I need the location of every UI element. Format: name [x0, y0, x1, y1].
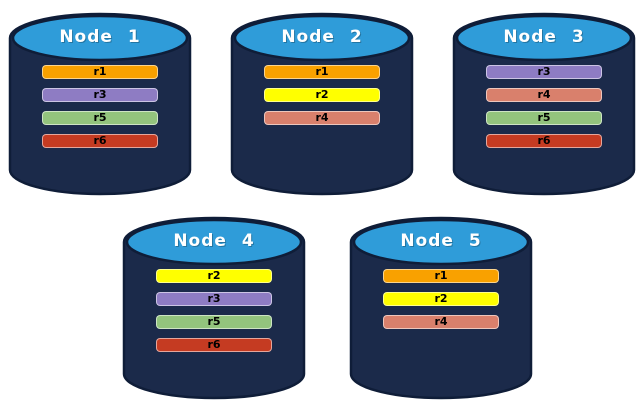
node-3-cylinder: Node 3 r3 r4 r5 r6 [452, 4, 636, 196]
partition-list: r3 r4 r5 r6 [486, 65, 602, 148]
partition-bar: r2 [264, 88, 380, 102]
partition-bar: r1 [42, 65, 158, 79]
partition-list: r2 r3 r5 r6 [156, 269, 272, 352]
cylinder-body [230, 12, 414, 196]
database-cylinder-icon [122, 216, 306, 400]
partition-list: r1 r2 r4 [264, 65, 380, 125]
partition-bar: r4 [264, 111, 380, 125]
partition-bar: r5 [156, 315, 272, 329]
node-1-cylinder: Node 1 r1 r3 r5 r6 [8, 4, 192, 196]
partition-bar: r6 [486, 134, 602, 148]
partition-bar: r4 [383, 315, 499, 329]
partition-bar: r1 [383, 269, 499, 283]
partition-bar: r5 [486, 111, 602, 125]
partition-bar: r5 [42, 111, 158, 125]
cylinder-body [349, 216, 533, 400]
partition-bar: r6 [156, 338, 272, 352]
cylinder-top-ellipse [455, 14, 633, 62]
partition-bar: r2 [156, 269, 272, 283]
node-title: Node 3 [503, 27, 585, 47]
node-title: Node 4 [173, 231, 255, 251]
partition-bar: r4 [486, 88, 602, 102]
node-5-cylinder: Node 5 r1 r2 r4 [349, 208, 533, 400]
partition-list: r1 r3 r5 r6 [42, 65, 158, 148]
cylinder-body [8, 12, 192, 196]
cylinder-top-ellipse [352, 218, 530, 266]
partition-bar: r1 [264, 65, 380, 79]
partition-list: r1 r2 r4 [383, 269, 499, 329]
partition-bar: r2 [383, 292, 499, 306]
cylinder-top-ellipse [125, 218, 303, 266]
cylinder-body [122, 216, 306, 400]
cylinder-body [452, 12, 636, 196]
partition-bar: r3 [42, 88, 158, 102]
database-cylinder-icon [8, 12, 192, 196]
cylinder-top-ellipse [233, 14, 411, 62]
partition-bar: r6 [42, 134, 158, 148]
database-cylinder-icon [230, 12, 414, 196]
cylinder-top-ellipse [11, 14, 189, 62]
database-cylinder-icon [452, 12, 636, 196]
database-cylinder-icon [349, 216, 533, 400]
partition-bar: r3 [486, 65, 602, 79]
node-title: Node 2 [281, 27, 363, 47]
partition-bar: r3 [156, 292, 272, 306]
node-title: Node 5 [400, 231, 482, 251]
node-2-cylinder: Node 2 r1 r2 r4 [230, 4, 414, 196]
node-title: Node 1 [59, 27, 141, 47]
node-4-cylinder: Node 4 r2 r3 r5 r6 [122, 208, 306, 400]
